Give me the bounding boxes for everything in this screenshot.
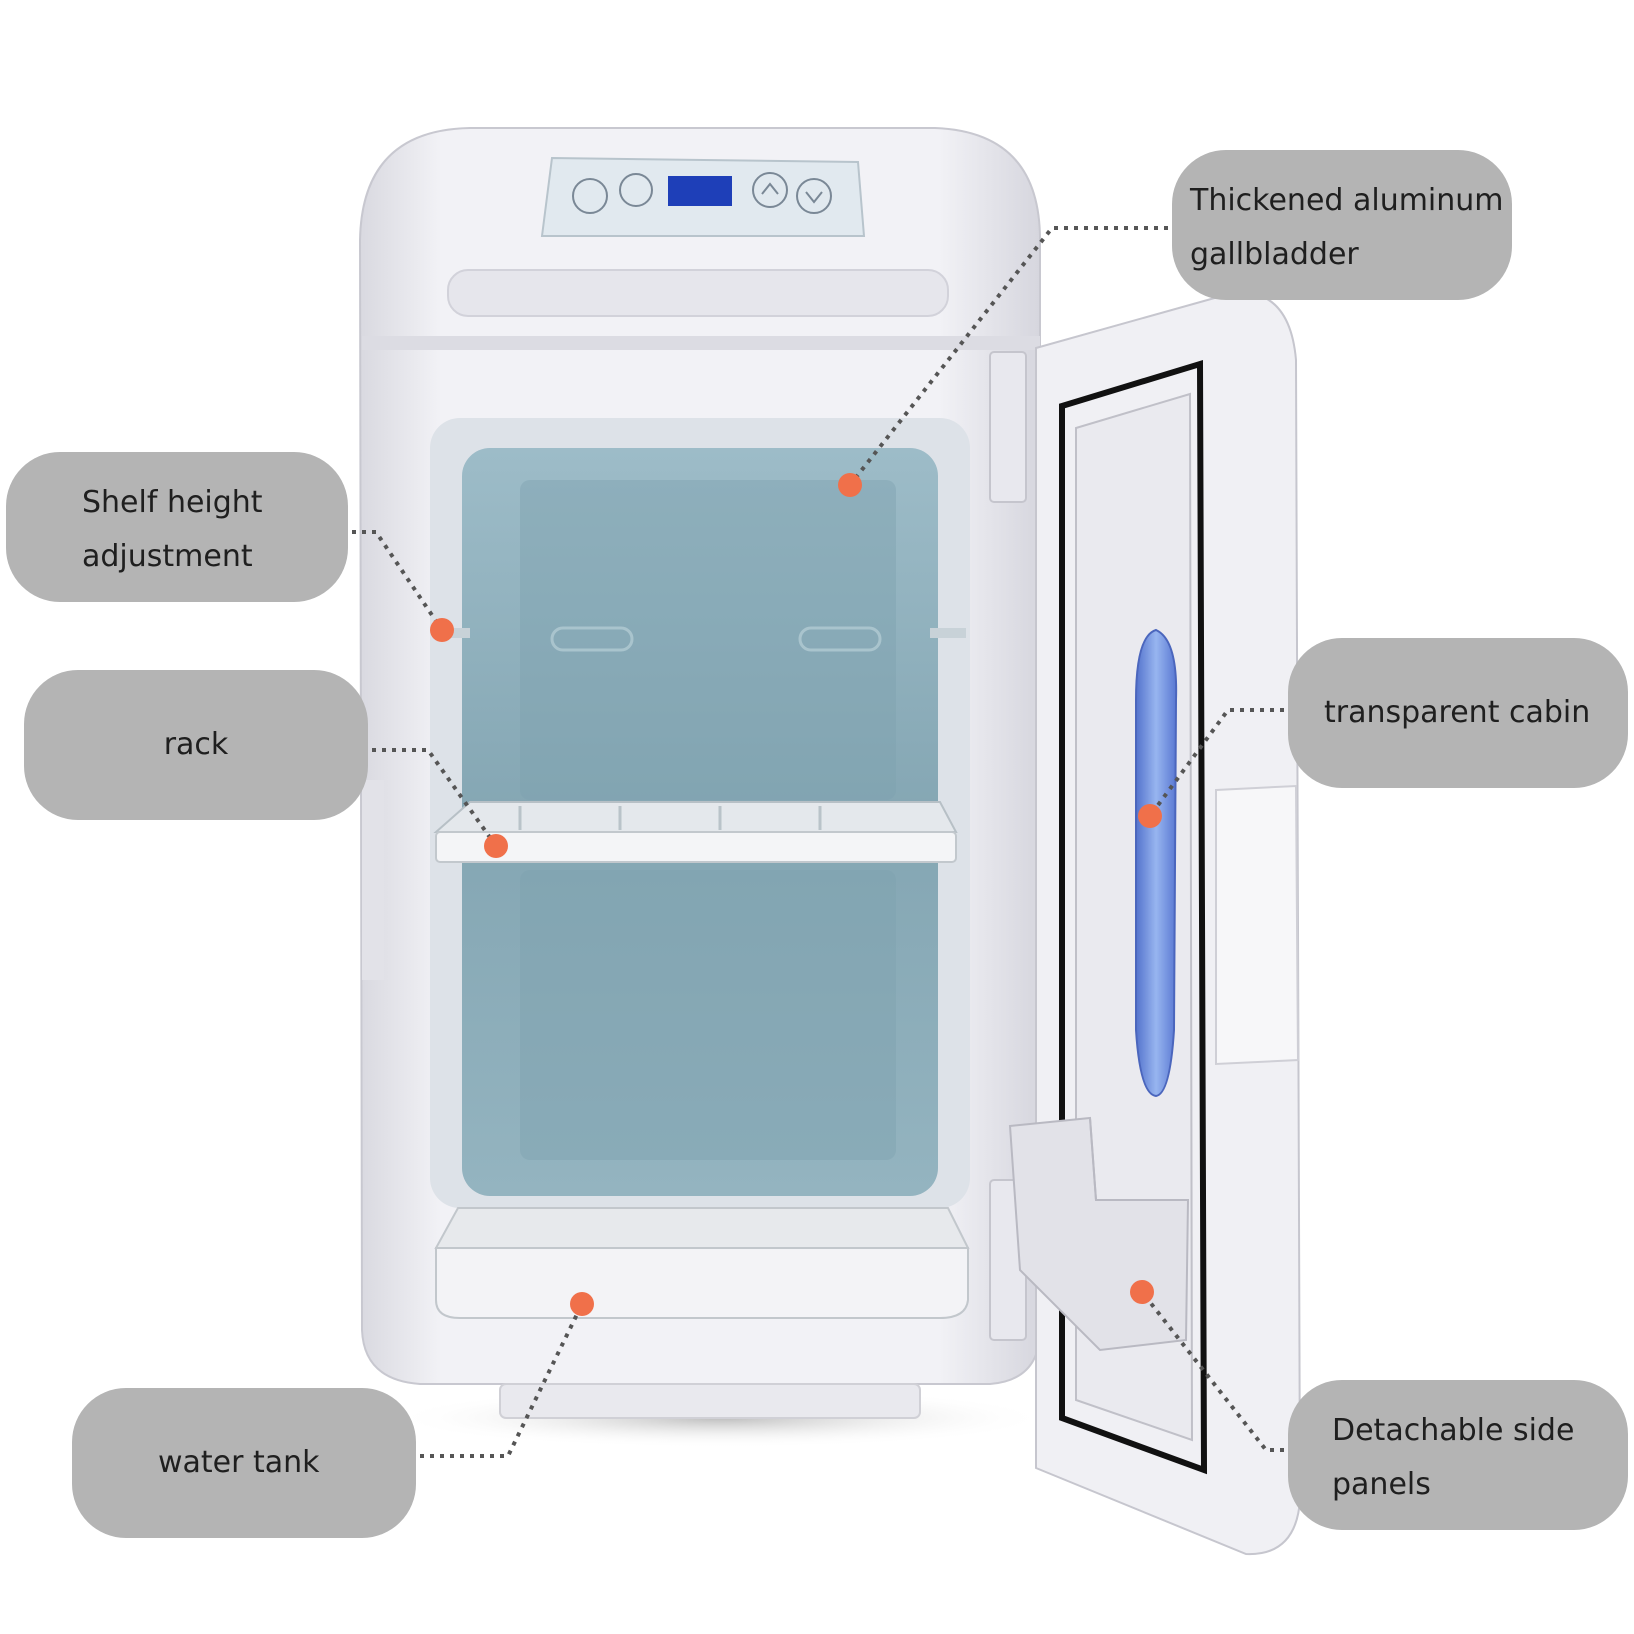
callout-cabin-line-1: transparent cabin [1324, 695, 1591, 730]
marker-rack [484, 834, 508, 858]
callout-shelf-line-1: Shelf height [82, 485, 263, 520]
leader-line-panels [1140, 1290, 1284, 1452]
callout-panels-line-1: Detachable side [1332, 1413, 1575, 1448]
interior-cavity [430, 418, 970, 1208]
callout-rack: rack [24, 670, 368, 820]
callout-rack-line-1: rack [163, 727, 229, 762]
rack-shelf [433, 801, 958, 863]
water-tank-tray [434, 1207, 970, 1319]
leader-lines [352, 226, 1284, 1458]
callout-water-tank: water tank [72, 1388, 416, 1538]
hinge-top [989, 351, 1027, 503]
callout-panels-line-2: panels [1332, 1467, 1431, 1502]
callout-shelf-height: Shelf height adjustment [6, 452, 348, 602]
callout-side-panels: Detachable side panels [1288, 1380, 1628, 1530]
fridge-base [499, 1383, 921, 1419]
leader-line-tank [420, 1303, 584, 1458]
callout-shelf-line-2: adjustment [82, 539, 253, 574]
transparent-cabin [1135, 628, 1178, 1098]
callout-gallbladder-line-1: Thickened aluminum [1190, 183, 1504, 218]
marker-tank [570, 1292, 594, 1316]
leader-line-shelf [352, 530, 444, 632]
callout-transparent-cabin: transparent cabin [1288, 638, 1628, 788]
marker-panels [1130, 1280, 1154, 1304]
temperature-display [668, 176, 732, 206]
callout-gallbladder-line-2: gallbladder [1190, 237, 1359, 272]
callout-gallbladder: Thickened aluminum gallbladder [1172, 150, 1512, 300]
markers [430, 473, 1162, 1316]
control-panel [540, 156, 866, 237]
marker-cabin [1138, 804, 1162, 828]
leader-line-cabin [1148, 708, 1284, 818]
leader-line-gallbladder [848, 226, 1168, 487]
callout-tank-line-1: water tank [158, 1445, 320, 1480]
marker-gallbladder [838, 473, 862, 497]
marker-shelf [430, 618, 454, 642]
